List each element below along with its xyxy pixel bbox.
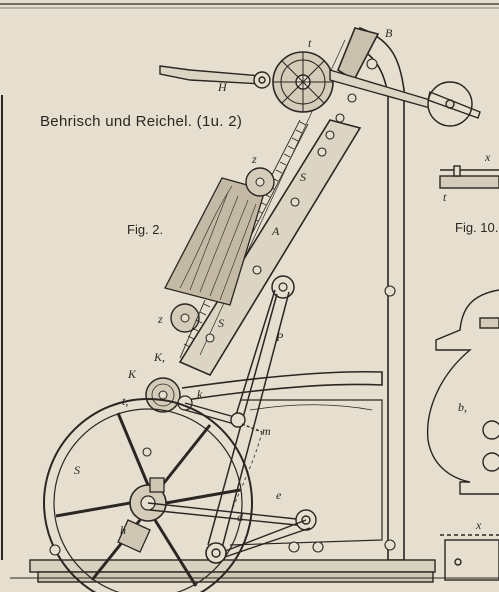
crank-block-h bbox=[117, 477, 165, 553]
letter-S-wheel: S bbox=[74, 463, 80, 477]
bolts bbox=[49, 58, 396, 556]
crank-rod-e-d bbox=[147, 431, 317, 564]
link-k-m bbox=[184, 402, 263, 433]
letter-x-bottom: x bbox=[476, 518, 482, 532]
letter-S-rack: S bbox=[300, 170, 306, 184]
letter-z-lower: z bbox=[158, 312, 163, 326]
letter-t1: t, bbox=[122, 394, 129, 408]
letter-z-upper: z bbox=[252, 152, 257, 166]
letter-x-top: x bbox=[485, 150, 491, 164]
handle-lever-H bbox=[159, 65, 271, 89]
letter-K: K bbox=[128, 367, 137, 381]
lower-rack bbox=[179, 299, 211, 359]
fig10-partial bbox=[426, 165, 499, 581]
gear-t bbox=[272, 51, 334, 113]
letter-B: B bbox=[385, 26, 393, 40]
letter-d: d bbox=[237, 510, 243, 524]
letter-P: P bbox=[276, 330, 284, 344]
fig10-label: Fig. 10. bbox=[455, 220, 499, 235]
letter-b1: b, bbox=[458, 400, 467, 414]
letter-h: h bbox=[120, 523, 126, 537]
pinion-z-upper bbox=[245, 167, 275, 197]
letter-A: A bbox=[272, 224, 280, 238]
letter-S-lower: S bbox=[218, 316, 224, 330]
base-plate bbox=[10, 559, 499, 583]
counterweight-arm bbox=[329, 69, 481, 127]
plate-caption: Behrisch und Reichel. (1u. 2) bbox=[40, 113, 243, 130]
letter-e: e bbox=[276, 488, 282, 502]
pivot-P bbox=[271, 275, 295, 299]
letter-t-top: t bbox=[308, 36, 312, 50]
letter-K1: K, bbox=[154, 350, 166, 364]
fig2-label: Fig. 2. bbox=[127, 222, 164, 237]
letter-m: m bbox=[262, 424, 271, 438]
pinion-z-lower bbox=[170, 303, 200, 333]
letter-k: k bbox=[197, 387, 203, 401]
letter-t-right: t bbox=[443, 190, 447, 204]
letter-H: H bbox=[218, 80, 227, 94]
